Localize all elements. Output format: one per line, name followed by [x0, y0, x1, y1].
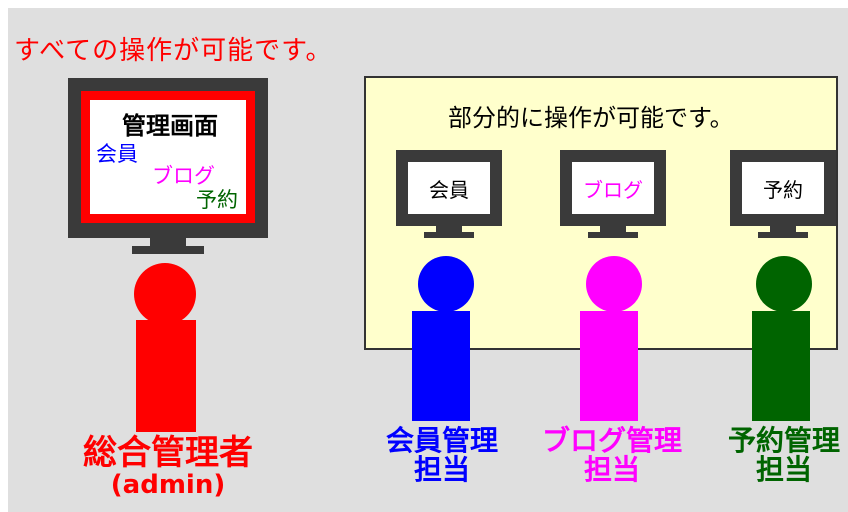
- blog-monitor: ブログ: [560, 150, 666, 240]
- member-person-head: [418, 256, 474, 312]
- monitor-base: [424, 232, 474, 238]
- monitor-neck: [150, 238, 186, 248]
- admin-screen-item-blog: ブログ: [152, 164, 215, 188]
- reserve-screen: 予約: [742, 162, 824, 214]
- blog-role-label: ブログ管理 担当: [542, 426, 682, 485]
- reserve-role-line2: 担当: [755, 453, 812, 487]
- monitor-base: [132, 246, 204, 254]
- member-monitor: 会員: [396, 150, 502, 240]
- reserve-monitor: 予約: [730, 150, 836, 240]
- reserve-role-label: 予約管理 担当: [714, 426, 848, 485]
- admin-person-body: [136, 320, 196, 432]
- member-screen: 会員: [408, 162, 490, 214]
- blog-role-line1: ブログ管理: [542, 424, 683, 457]
- blog-person-body: [580, 311, 638, 421]
- member-role-label: 会員管理 担当: [372, 426, 512, 485]
- monitor-base: [588, 232, 638, 238]
- blog-role-line2: 担当: [583, 453, 640, 487]
- admin-role-sub: (admin): [110, 470, 226, 500]
- monitor-base: [758, 232, 808, 238]
- member-role-line2: 担当: [413, 453, 470, 487]
- admin-screen-title: 管理画面: [122, 112, 218, 140]
- monitor-neck: [436, 226, 462, 234]
- reserve-person-head: [756, 256, 812, 312]
- blog-screen: ブログ: [572, 162, 654, 214]
- top-caption: すべての操作が可能です。: [14, 36, 333, 66]
- blog-person-head: [586, 256, 642, 312]
- admin-screen: 管理画面 会員 ブログ 予約: [90, 100, 246, 214]
- admin-screen-item-reserve: 予約: [196, 188, 238, 212]
- member-person-body: [412, 311, 470, 421]
- diagram-canvas: すべての操作が可能です。 管理画面 会員 ブログ 予約 総合管理者 (admin…: [8, 8, 848, 512]
- admin-monitor: 管理画面 会員 ブログ 予約: [68, 78, 268, 258]
- member-role-line1: 会員管理: [385, 424, 498, 457]
- partial-caption: 部分的に操作が可能です。: [448, 104, 734, 132]
- monitor-neck: [770, 226, 796, 234]
- admin-role-label: 総合管理者 (admin): [68, 436, 268, 498]
- admin-role-name: 総合管理者: [83, 433, 253, 473]
- reserve-role-line1: 予約管理: [727, 424, 840, 457]
- admin-person-head: [134, 263, 196, 325]
- admin-screen-item-member: 会員: [96, 142, 138, 166]
- reserve-person-body: [752, 311, 810, 421]
- monitor-neck: [600, 226, 626, 234]
